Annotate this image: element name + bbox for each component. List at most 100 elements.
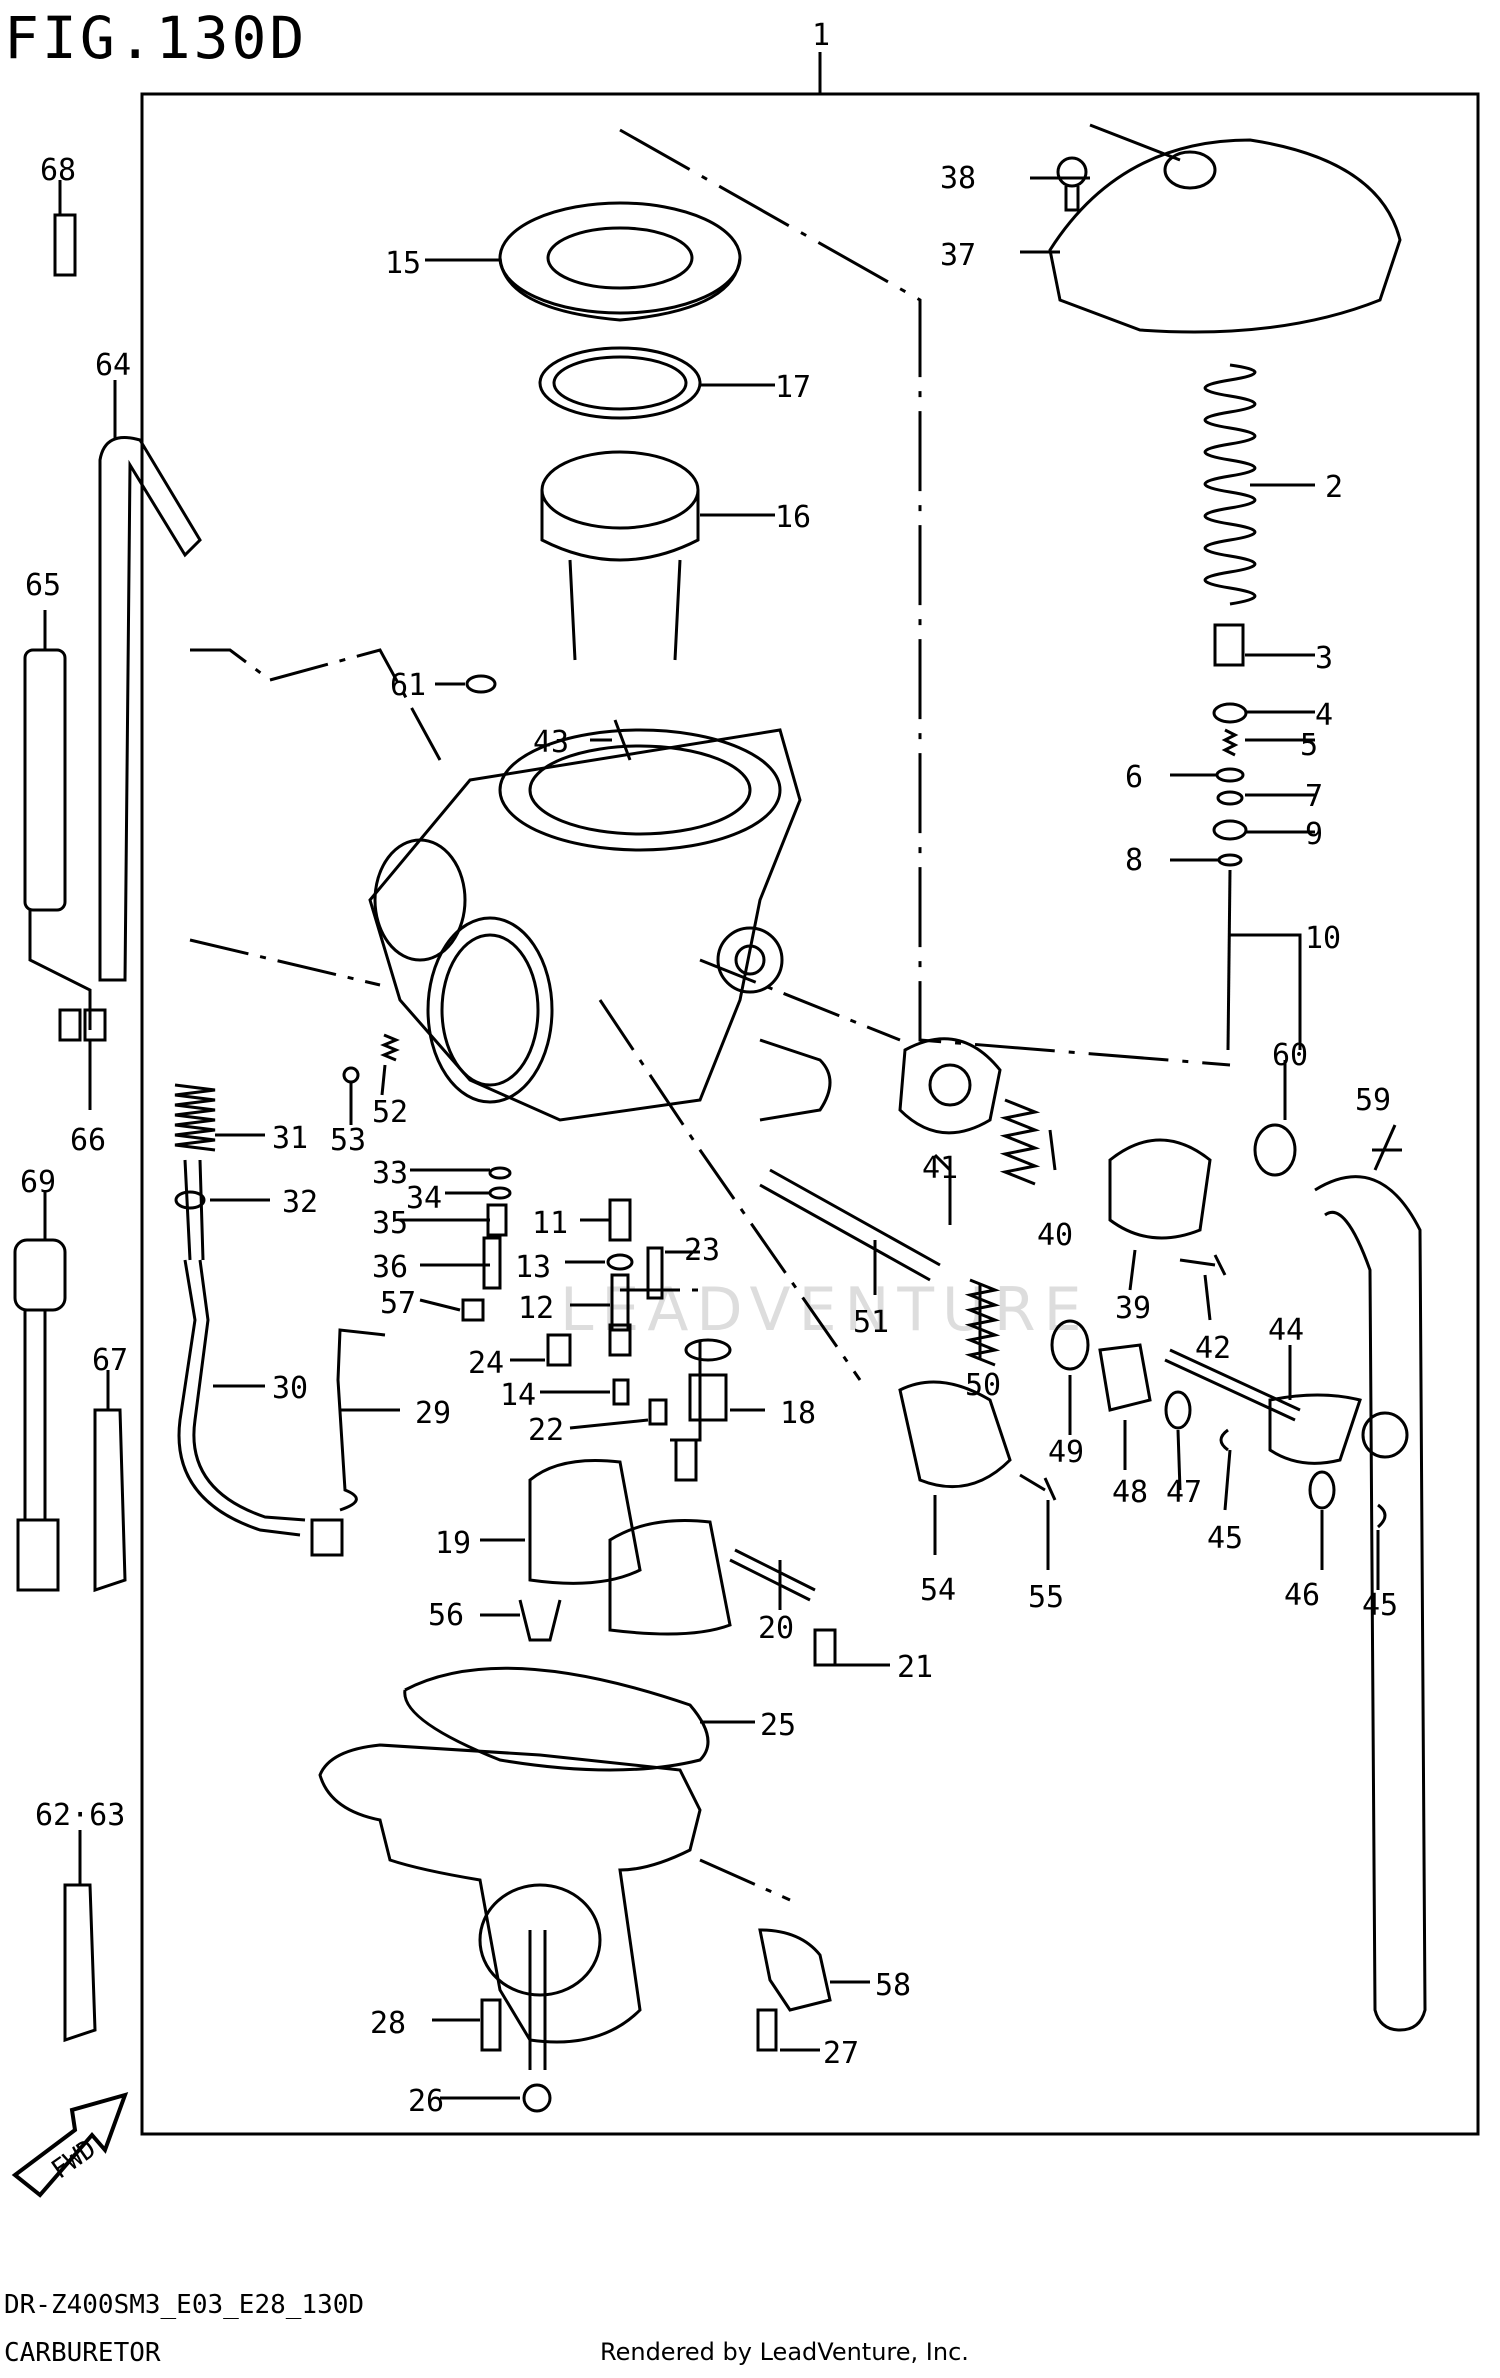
pilot-screw — [613, 719, 632, 761]
vent-hose — [98, 436, 202, 982]
callout-34: 34 — [406, 1181, 442, 1216]
diagram-frame — [140, 92, 1480, 2136]
fwd-arrow: FWD — [11, 2092, 129, 2198]
callout-57: 57 — [380, 1286, 416, 1321]
stop-screw — [1179, 1254, 1227, 1276]
callout-17: 17 — [775, 370, 811, 405]
sensor-connector — [13, 213, 77, 1592]
callout-65: 65 — [25, 568, 61, 603]
watermark: LEADVENTURE — [560, 1275, 1090, 1345]
callout-21: 21 — [897, 1650, 933, 1685]
callout-67: 67 — [92, 1343, 128, 1378]
callout-35: 35 — [372, 1206, 408, 1241]
plunger-spring — [174, 1083, 216, 1152]
callout-59: 59 — [1355, 1083, 1391, 1118]
callout-42: 42 — [1195, 1331, 1231, 1366]
callout-53: 53 — [330, 1123, 366, 1158]
callout-50: 50 — [965, 1368, 1001, 1403]
callout-54: 54 — [920, 1573, 956, 1608]
intake-boot — [540, 450, 700, 661]
o-ring-small — [465, 674, 497, 694]
strap-clamp — [93, 1408, 127, 1593]
callout-61: 61 — [390, 668, 426, 703]
callout-20: 20 — [758, 1611, 794, 1646]
callout-48: 48 — [1112, 1475, 1148, 1510]
callout-6: 6 — [1125, 760, 1143, 795]
tube-assembly — [23, 648, 107, 1042]
callout-45: 45 — [1362, 1588, 1398, 1623]
o-ring — [1050, 1319, 1090, 1371]
hose-clamp — [1253, 1123, 1297, 1177]
callout-25: 25 — [760, 1708, 796, 1743]
callout-51: 51 — [853, 1305, 889, 1340]
spring — [1203, 363, 1257, 606]
callout-16: 16 — [775, 500, 811, 535]
callout-19: 19 — [435, 1526, 471, 1561]
top-cap — [1048, 123, 1402, 334]
gasket-plate — [898, 1037, 1002, 1135]
section-name: CARBURETOR — [4, 2338, 161, 2368]
plunger-washer — [174, 1190, 206, 1210]
drain-screw — [528, 1930, 547, 2070]
mixture-spring — [380, 1033, 400, 1062]
callout-33: 33 — [372, 1156, 408, 1191]
figure-title: FIG.130D — [4, 4, 308, 72]
callout-8: 8 — [1125, 843, 1143, 878]
callout-52: 52 — [372, 1095, 408, 1130]
throttle-spring — [964, 1278, 1001, 1367]
bowl-screw — [813, 1628, 837, 1667]
bowl-screw — [756, 2008, 778, 2052]
callout-40: 40 — [1037, 1218, 1073, 1253]
clip — [1219, 1428, 1229, 1452]
callout-27: 27 — [823, 2036, 859, 2071]
callout-12: 12 — [518, 1291, 554, 1326]
washer — [1164, 1390, 1192, 1430]
callout-5: 5 — [1300, 728, 1318, 763]
throttle-shaft — [759, 1168, 941, 1282]
callout-37: 37 — [940, 238, 976, 273]
callout-44: 44 — [1268, 1313, 1304, 1348]
cable-plunger — [183, 1159, 205, 1261]
callout-43: 43 — [533, 725, 569, 760]
callout-1: 1 — [812, 18, 830, 53]
clip — [1376, 1503, 1387, 1529]
callout-32: 32 — [282, 1185, 318, 1220]
callout-58: 58 — [875, 1968, 911, 2003]
callout-45: 45 — [1207, 1521, 1243, 1556]
jet-needle-assembly — [1212, 623, 1248, 1051]
washer — [1308, 1470, 1336, 1510]
callout-10: 10 — [1305, 921, 1341, 956]
callout-46: 46 — [1284, 1578, 1320, 1613]
strap-clamp — [63, 1883, 97, 2043]
callout-62-63: 62·63 — [35, 1798, 125, 1833]
float — [528, 1458, 732, 1636]
callout-55: 55 — [1028, 1580, 1064, 1615]
callout-3: 3 — [1315, 641, 1333, 676]
float-clip — [518, 1599, 562, 1642]
callout-28: 28 — [370, 2006, 406, 2041]
bowl-screw — [480, 1998, 502, 2052]
callout-36: 36 — [372, 1250, 408, 1285]
callout-30: 30 — [272, 1371, 308, 1406]
callout-15: 15 — [385, 246, 421, 281]
callout-41: 41 — [922, 1151, 958, 1186]
clamp-ring — [538, 346, 702, 420]
callout-38: 38 — [940, 161, 976, 196]
cable-wire — [336, 1328, 386, 1512]
model-code: DR-Z400SM3_E03_E28_130D — [4, 2290, 365, 2320]
callout-64: 64 — [95, 348, 131, 383]
starter-cable — [177, 1259, 301, 1537]
float-pin — [729, 1548, 816, 1602]
callout-39: 39 — [1115, 1291, 1151, 1326]
ball — [342, 1066, 360, 1084]
credit-text: Rendered by LeadVenture, Inc. — [600, 2338, 969, 2366]
choke-lever — [1164, 1348, 1409, 1465]
adjuster-nut — [1098, 1343, 1152, 1412]
callout-18: 18 — [780, 1396, 816, 1431]
air-funnel — [498, 201, 742, 322]
callout-23: 23 — [684, 1233, 720, 1268]
callout-66: 66 — [70, 1123, 106, 1158]
lever-screw — [1019, 1473, 1057, 1501]
float-valve — [674, 1338, 732, 1482]
